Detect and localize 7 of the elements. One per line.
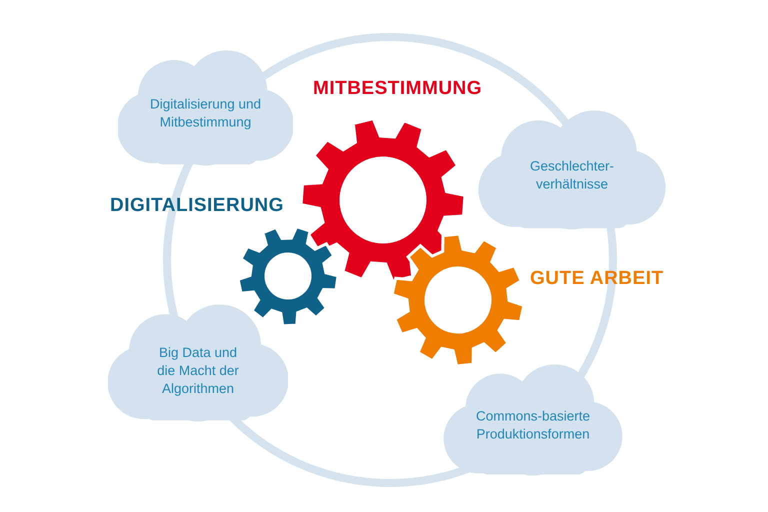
cloud-text: Geschlechter-verhältnisse <box>528 157 616 194</box>
topic-heading: MITBESTIMMUNG <box>313 78 482 100</box>
topic-heading: GUTE ARBEIT <box>530 268 664 290</box>
topic-heading: DIGITALISIERUNG <box>110 195 284 217</box>
cloud-text: Digitalisierung und Mitbestimmung <box>148 95 262 132</box>
cloud-text: Big Data und die Macht der Algorithmen <box>156 344 240 398</box>
cloud-text: Commons-basierte Produktionsformen <box>474 407 592 444</box>
